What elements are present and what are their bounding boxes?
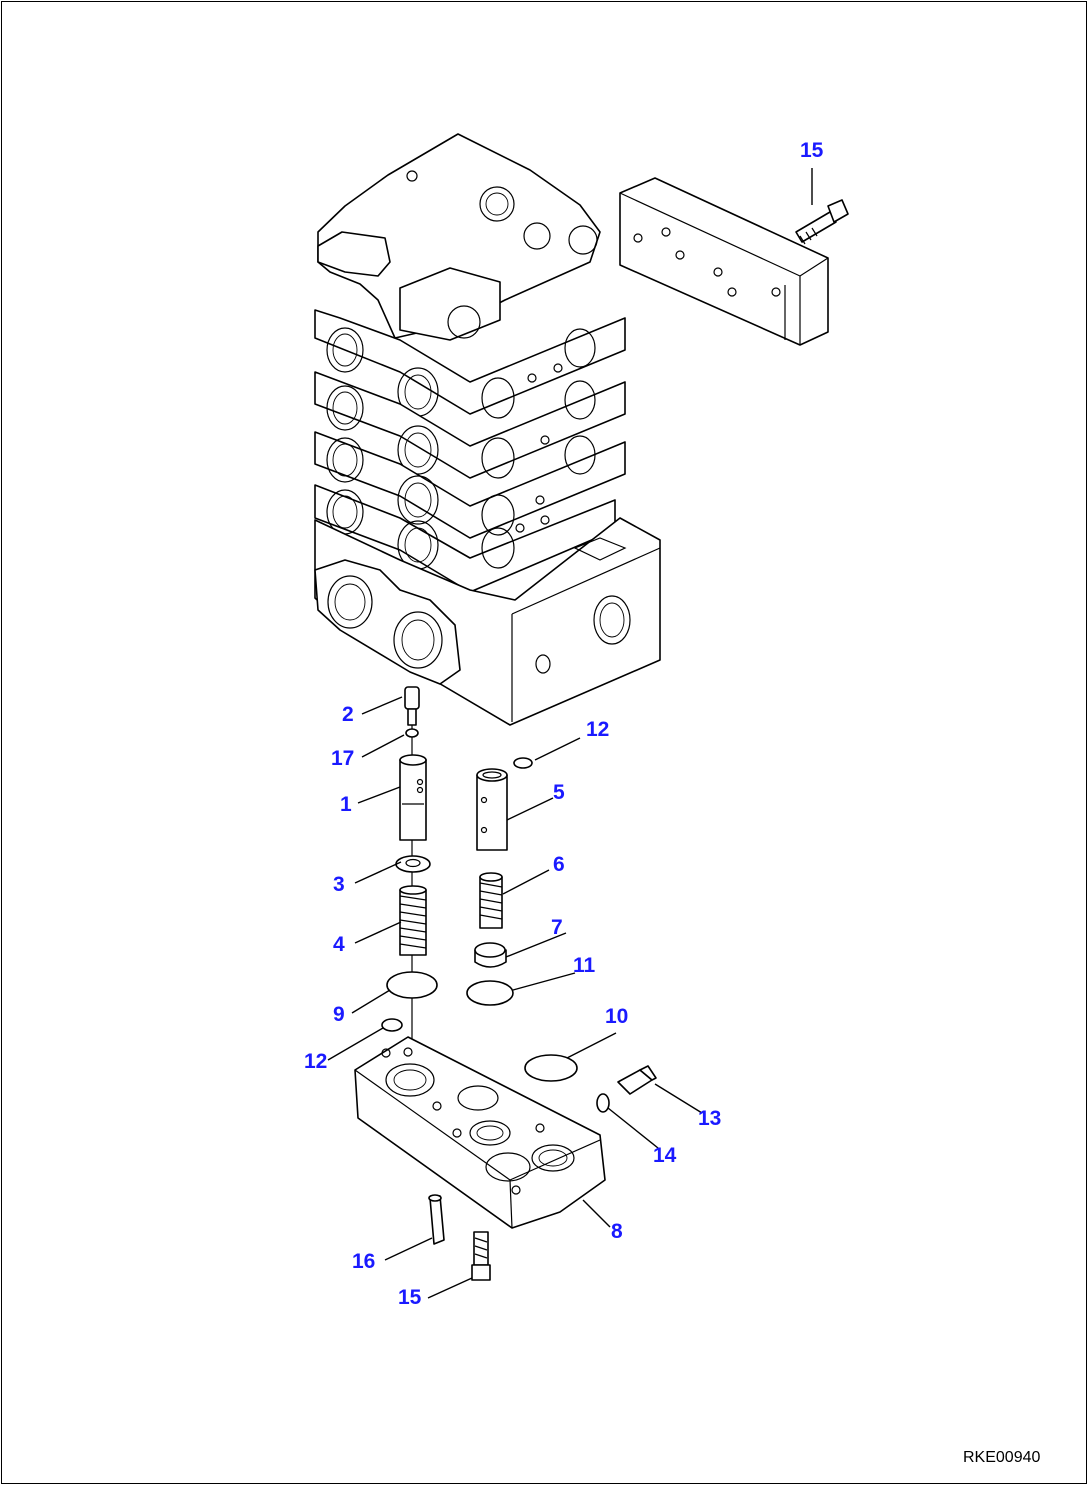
valve-section-2 <box>314 371 626 479</box>
valve-section-3 <box>314 431 626 539</box>
control-valve-body <box>314 133 661 726</box>
side-plate <box>619 177 829 346</box>
callout-4: 4 <box>333 933 345 956</box>
callout-9: 9 <box>333 1003 345 1026</box>
callout-15-bottom: 15 <box>398 1286 422 1309</box>
part-12-o-ring-right <box>513 757 533 769</box>
callout-11: 11 <box>573 954 596 977</box>
drawing-code: RKE00940 <box>963 1449 1040 1466</box>
bolt-15-top <box>795 199 849 245</box>
part-13-plug <box>617 1065 657 1095</box>
callout-13: 13 <box>698 1107 721 1130</box>
callout-10: 10 <box>605 1005 628 1028</box>
callout-7: 7 <box>551 916 563 939</box>
part-3-retainer <box>395 855 431 873</box>
part-4-spring <box>399 885 427 956</box>
callout-8: 8 <box>611 1220 623 1243</box>
part-5-piston <box>476 768 508 851</box>
leader-lines <box>327 168 813 1299</box>
valve-section-1 <box>314 309 626 419</box>
callout-2: 2 <box>342 703 354 726</box>
callout-16: 16 <box>352 1250 375 1273</box>
part-16-bolt <box>428 1194 445 1245</box>
part-6-spring <box>479 872 503 929</box>
callout-14: 14 <box>653 1144 677 1167</box>
part-17-ring <box>405 728 419 738</box>
part-11-o-ring <box>466 980 514 1006</box>
part-14-o-ring <box>596 1093 610 1113</box>
callout-labels: 15 2 17 1 12 5 6 3 4 7 11 9 10 12 13 14 … <box>304 139 824 1309</box>
part-7-seat <box>474 942 507 968</box>
part-15-bolt-bottom <box>471 1231 491 1281</box>
part-8-cover <box>354 1036 606 1229</box>
part-10-o-ring <box>524 1054 578 1082</box>
callout-17: 17 <box>331 747 354 770</box>
part-12-o-ring-left <box>381 1018 403 1032</box>
callout-6: 6 <box>553 853 565 876</box>
part-2-stopper <box>404 686 420 726</box>
callout-12-left: 12 <box>304 1050 327 1073</box>
callout-15-top: 15 <box>800 139 824 162</box>
valve-end-block <box>314 517 661 726</box>
callout-12-right: 12 <box>586 718 609 741</box>
callout-3: 3 <box>333 873 345 896</box>
callout-5: 5 <box>553 781 565 804</box>
part-1-spool <box>399 754 427 841</box>
part-9-o-ring <box>386 971 438 999</box>
callout-1: 1 <box>340 793 352 816</box>
